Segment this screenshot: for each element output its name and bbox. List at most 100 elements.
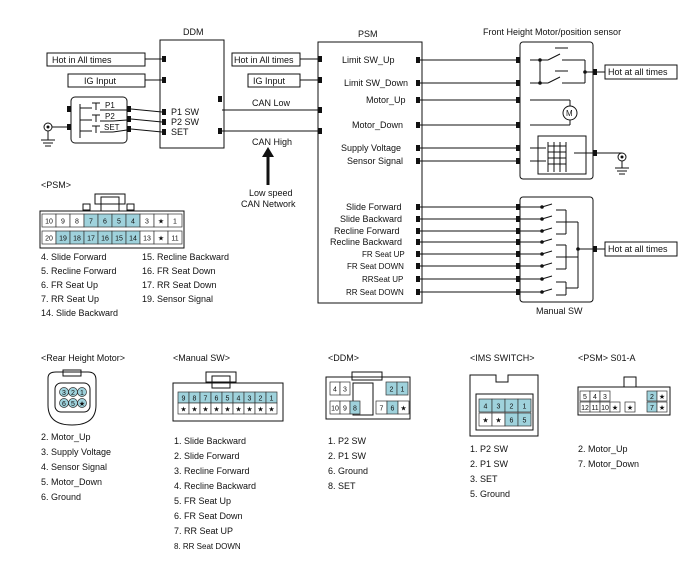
manual-sw-connector-title: <Manual SW> <box>173 353 230 363</box>
manual-sw-connector <box>172 371 284 422</box>
psm-legend-left-3: 7. RR Seat Up <box>41 294 99 304</box>
motor-icon <box>562 105 578 121</box>
psm-pin-b8: ★ <box>158 235 164 243</box>
psm-pin-slide-forward: Slide Forward <box>346 202 402 212</box>
msw-pin-b0: ★ <box>180 406 186 414</box>
manual-hot-label: Hot at all times <box>608 244 668 254</box>
ims-label-set: SET <box>104 123 120 132</box>
msw-pin-0: 9 <box>182 396 186 403</box>
s01-pin-b0: 12 <box>581 405 589 412</box>
ddm-lb-2: 8 <box>353 406 357 413</box>
psm-title: PSM <box>358 29 378 39</box>
rear-motor-connector <box>47 369 97 426</box>
ddm-module <box>159 39 225 149</box>
s01-pin-b3-cell <box>609 401 621 413</box>
msw-pin-b4: ★ <box>224 406 230 414</box>
s01-pin-b6-cell <box>656 401 668 413</box>
psm-pin-b5: 15 <box>115 236 123 243</box>
psm-legend-left-4: 14. Slide Backward <box>41 308 118 318</box>
rear-legend-1: 3. Supply Voltage <box>41 447 111 457</box>
manual-sw-title: Manual SW <box>536 306 583 316</box>
msw-pin-1: 8 <box>193 396 197 403</box>
msw-pin-b6: ★ <box>246 406 252 414</box>
ddm-rb-2: ★ <box>400 405 406 413</box>
ims-label-p2: P2 <box>105 112 115 121</box>
psm-hot-input-label: Hot in All times <box>234 55 294 65</box>
ddm-pin-p2: P2 SW <box>171 117 200 127</box>
psm-pin-limit-down: Limit SW_Down <box>344 78 408 88</box>
s01-legend-1: 7. Motor_Down <box>578 459 639 469</box>
psm-pin-7: 3 <box>145 219 149 226</box>
rear-legend-4: 6. Ground <box>41 492 81 502</box>
ddm-legend-2: 6. Ground <box>328 466 368 476</box>
psm-connector-title: <PSM> <box>41 180 71 190</box>
ims-legend-1: 2. P1 SW <box>470 459 509 469</box>
ims-switch-block <box>70 96 128 144</box>
network-label-1: Low speed <box>249 188 293 198</box>
psm-pin-0: 10 <box>45 219 53 226</box>
ddm-lt-0: 4 <box>333 387 337 394</box>
rear-pin-5: ★ <box>79 400 85 408</box>
msw-legend-0: 1. Slide Backward <box>174 436 246 446</box>
psm-pin-supply-voltage: Supply Voltage <box>341 143 401 153</box>
ddm-hot-input-label: Hot in All times <box>52 55 112 65</box>
psm-pin-b6: 14 <box>129 236 137 243</box>
ddm-pin-set: SET <box>171 127 189 137</box>
rear-legend-3: 5. Motor_Down <box>41 477 102 487</box>
network-label-2: CAN Network <box>241 199 296 209</box>
psm-legend-right-3: 19. Sensor Signal <box>142 294 213 304</box>
ims-connector-title: <IMS SWITCH> <box>470 353 535 363</box>
ddm-lb-0: 10 <box>331 406 339 413</box>
rear-motor-title: <Rear Height Motor> <box>41 353 125 363</box>
s01-pin-b3: ★ <box>612 404 618 412</box>
rear-legend-2: 4. Sensor Signal <box>41 462 107 472</box>
psm-legend-right-0: 15. Recline Backward <box>142 252 229 262</box>
ddm-legend-1: 2. P1 SW <box>328 451 367 461</box>
ddm-rt-1-cell <box>396 381 409 396</box>
s01-pin-0: 5 <box>583 394 587 401</box>
ddm-legend-0: 1. P2 SW <box>328 436 367 446</box>
ddm-rb-0: 7 <box>380 406 384 413</box>
ims-pin-b2: 6 <box>510 418 514 425</box>
ims-connector <box>469 374 539 437</box>
msw-pin-b8: ★ <box>268 406 274 414</box>
psm-pin-b9-cell <box>167 230 183 245</box>
ims-legend-0: 1. P2 SW <box>470 444 509 454</box>
psm-pin-9: 1 <box>173 219 177 226</box>
psm-pin-motor-up: Motor_Up <box>366 95 406 105</box>
ground-icon <box>46 125 50 129</box>
rear-pin-2: 1 <box>80 390 84 397</box>
s01-pin-1: 4 <box>593 394 597 401</box>
ddm-rb-2-cell <box>397 400 410 415</box>
psm-connector <box>39 193 185 249</box>
msw-legend-6: 7. RR Seat UP <box>174 526 233 536</box>
ddm-legend-3: 8. SET <box>328 481 356 491</box>
psm-legend-right-2: 17. RR Seat Down <box>142 280 217 290</box>
psm-pin-6: 4 <box>131 219 135 226</box>
ddm-ig-input-label: IG Input <box>84 76 117 86</box>
ims-legend-2: 3. SET <box>470 474 498 484</box>
msw-legend-5: 6. FR Seat Down <box>174 511 243 521</box>
ims-pin-0: 4 <box>484 404 488 411</box>
psm-module <box>317 41 423 304</box>
msw-pin-5: 4 <box>237 396 241 403</box>
rear-pin-1: 2 <box>71 390 75 397</box>
ims-pin-b0: ★ <box>482 417 488 425</box>
psm-pin-b4: 16 <box>101 236 109 243</box>
s01-pin-2: 3 <box>603 394 607 401</box>
ims-pin-3: 1 <box>523 404 527 411</box>
ims-pin-2: 2 <box>510 404 514 411</box>
psm-s01-connector <box>577 376 671 416</box>
psm-ig-input-label: IG Input <box>253 76 286 86</box>
psm-pin-b0: 20 <box>45 236 53 243</box>
msw-pin-b7: ★ <box>257 406 263 414</box>
psm-pin-rr-seat-down: RR Seat DOWN <box>346 288 404 297</box>
s01-pin-2-cell <box>599 390 611 402</box>
can-high-label: CAN High <box>252 137 292 147</box>
psm-pin-fr-seat-down: FR Seat DOWN <box>347 262 404 271</box>
msw-legend-2: 3. Recline Forward <box>174 466 250 476</box>
ddm-lt-1-cell <box>339 381 351 396</box>
psm-pin-4: 6 <box>103 219 107 226</box>
ddm-rb-1: 6 <box>391 406 395 413</box>
psm-s01-title: <PSM> S01-A <box>578 353 636 363</box>
